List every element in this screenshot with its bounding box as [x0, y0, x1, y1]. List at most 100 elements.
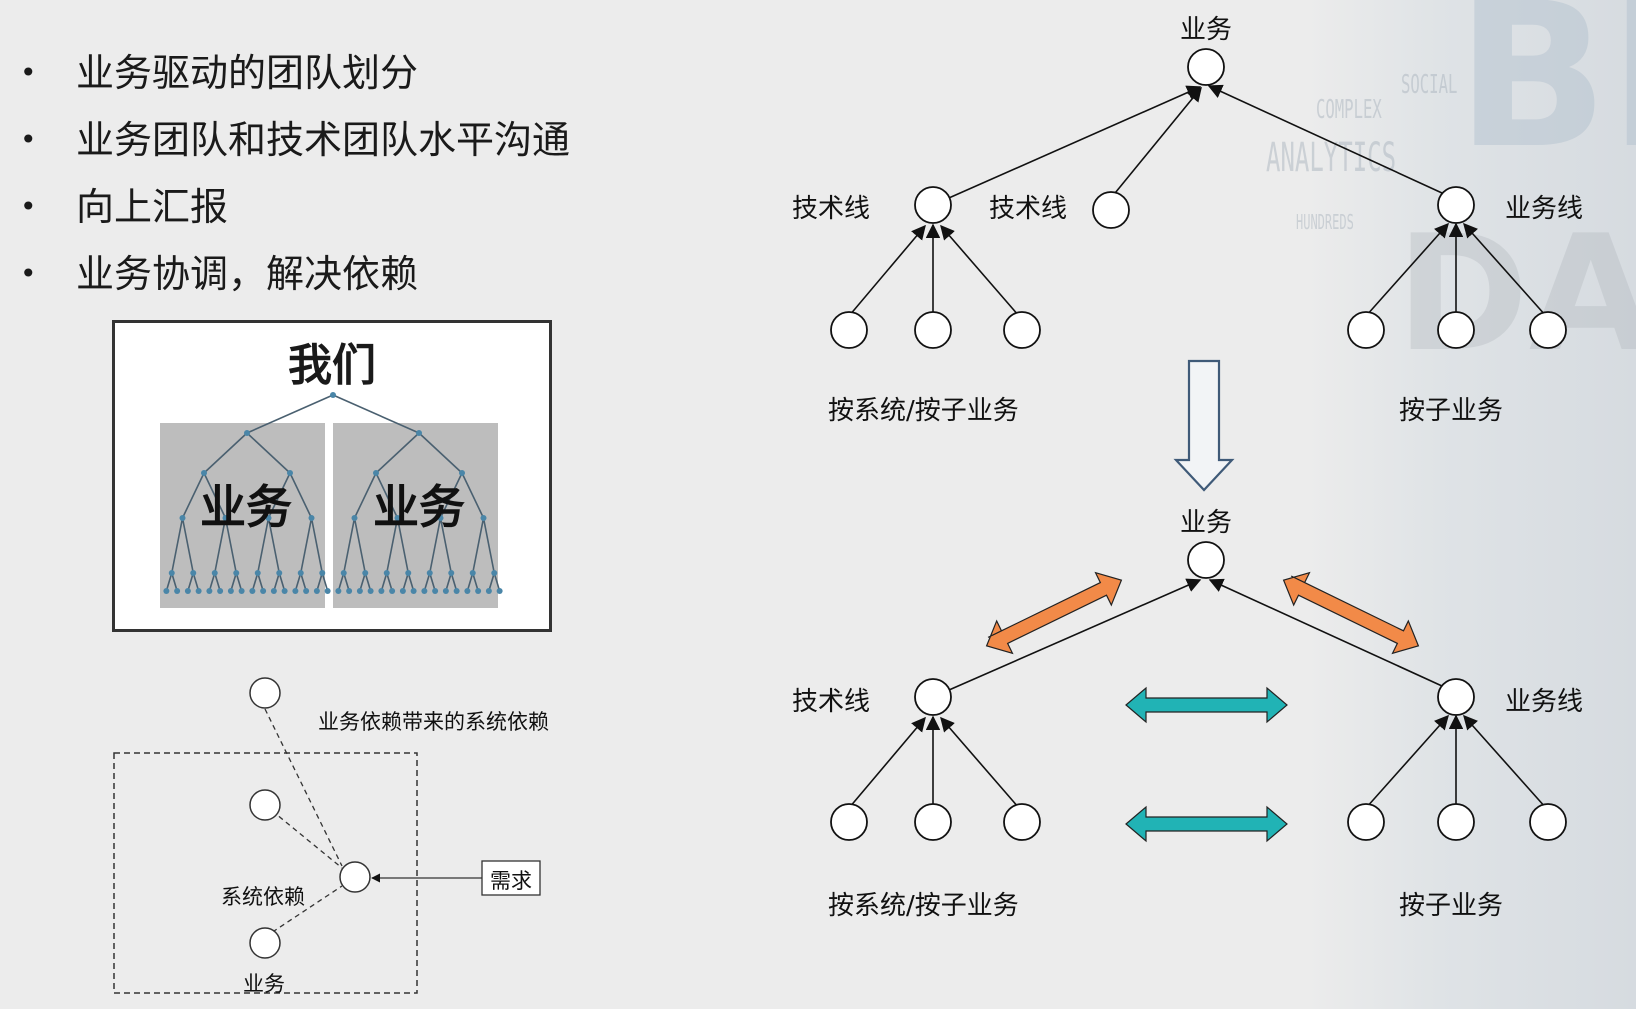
org-tree-node [399, 588, 406, 594]
bottom-left-branch-node [914, 678, 952, 716]
dependency-node-top [249, 677, 281, 709]
org-tree-node [184, 588, 191, 594]
org-tree-edge [170, 572, 178, 592]
org-tree-edge [493, 572, 501, 592]
bullet-dot: • [20, 56, 37, 89]
org-tree-node [222, 515, 229, 521]
bullet-list: •业务驱动的团队划分 •业务团队和技术团队水平沟通 •向上汇报 •业务协调，解决… [20, 48, 570, 316]
watermark-word: HUNDREDS [1296, 210, 1354, 234]
bullet-dot: • [20, 123, 37, 156]
org-tree-edge [380, 572, 388, 592]
org-tree-node [244, 430, 250, 436]
org-tree-edge [289, 472, 313, 519]
bullet-item: •业务团队和技术团队水平沟通 [20, 115, 570, 182]
business-label-left: 业务 [200, 480, 292, 534]
top-leaf-node [830, 311, 868, 349]
top-left-caption: 按系统/按子业务 [828, 396, 1019, 426]
transition-down-arrow [1173, 359, 1235, 492]
org-tree-edge [364, 572, 372, 592]
org-tree-node [351, 515, 358, 521]
org-tree-edge [203, 472, 227, 519]
top-leaf-node [914, 311, 952, 349]
org-tree-edge [385, 572, 393, 592]
org-tree-node [206, 588, 213, 594]
demand-label: 需求 [490, 869, 532, 893]
org-tree-edge [294, 572, 302, 592]
org-tree-edge [353, 517, 367, 574]
org-tree-edge [396, 517, 410, 574]
dependency-node-center [339, 861, 371, 893]
org-tree-edge [235, 572, 243, 592]
org-tree-node [373, 470, 379, 476]
org-tree-node [238, 588, 245, 594]
org-tree-edge [359, 572, 367, 592]
org-tree-node [383, 570, 390, 576]
org-tree-node [249, 588, 256, 594]
top-leaf-node [1003, 311, 1041, 349]
org-tree-node [211, 570, 218, 576]
org-tree-edge [439, 472, 463, 519]
bottom-tree-nodes [830, 541, 1567, 841]
org-tree-edge [450, 572, 458, 592]
org-tree-node [426, 570, 433, 576]
top-middle-branch-label: 技术线 [989, 194, 1068, 224]
org-tree-node [362, 570, 369, 576]
org-tree-edge [278, 572, 286, 592]
orange-double-arrow-left [985, 571, 1123, 655]
org-tree-node [292, 588, 299, 594]
org-tree-node [491, 570, 498, 576]
bottom-leaf-node [914, 803, 952, 841]
org-tree-node [303, 588, 310, 594]
org-tree-edge [402, 572, 410, 592]
org-tree-edge [439, 517, 453, 574]
teal-double-arrow-lower [1125, 805, 1288, 843]
org-tree-node [308, 515, 315, 521]
dependency-node-mid [249, 789, 281, 821]
org-tree-node [496, 588, 503, 594]
org-tree-node [340, 570, 347, 576]
watermark-big: BIG [1456, 0, 1636, 193]
business-label: 业务 [243, 972, 285, 996]
org-tree-node [281, 588, 288, 594]
org-tree-edge [375, 472, 399, 519]
teal-double-arrow-upper [1125, 686, 1288, 724]
bottom-root-node [1187, 541, 1225, 579]
org-tree-edge [466, 572, 474, 592]
top-root-label: 业务 [1180, 15, 1233, 45]
panel-title: 我们 [288, 340, 376, 391]
org-tree-edge [482, 517, 496, 574]
org-tree-edge [224, 517, 238, 574]
org-tree-node [260, 588, 267, 594]
orange-double-arrow-right [1282, 571, 1420, 655]
business-block-left [160, 423, 325, 608]
business-label-right: 业务 [373, 480, 465, 534]
bullet-dot: • [20, 190, 37, 223]
org-tree-node [346, 588, 353, 594]
org-tree-node [394, 515, 401, 521]
org-tree-edge [310, 517, 324, 574]
org-tree-node [217, 588, 224, 594]
top-left-branch-node [914, 186, 952, 224]
org-tree-edge [256, 572, 264, 592]
org-tree-edge [461, 472, 485, 519]
org-tree-node [464, 588, 471, 594]
bottom-right-branch-label: 业务线 [1505, 687, 1584, 717]
org-tree-edge [353, 472, 377, 519]
org-tree-edge [187, 572, 195, 592]
org-tree-node [389, 588, 396, 594]
top-right-branch-label: 业务线 [1505, 194, 1584, 224]
org-tree-edge [332, 394, 420, 434]
bullet-text: 向上汇报 [76, 185, 229, 229]
bottom-left-caption: 按系统/按子业务 [828, 891, 1019, 921]
org-tree-edge [342, 517, 356, 574]
org-tree-node [174, 588, 181, 594]
org-tree-node [367, 588, 374, 594]
org-tree-node [287, 470, 293, 476]
org-tree-edge [267, 472, 291, 519]
org-tree-node [480, 515, 487, 521]
bullet-item: •业务驱动的团队划分 [20, 48, 570, 115]
org-tree-edge [267, 517, 281, 574]
top-right-caption: 按子业务 [1399, 396, 1504, 426]
org-tree-node [324, 588, 331, 594]
org-tree-edge [337, 572, 345, 592]
